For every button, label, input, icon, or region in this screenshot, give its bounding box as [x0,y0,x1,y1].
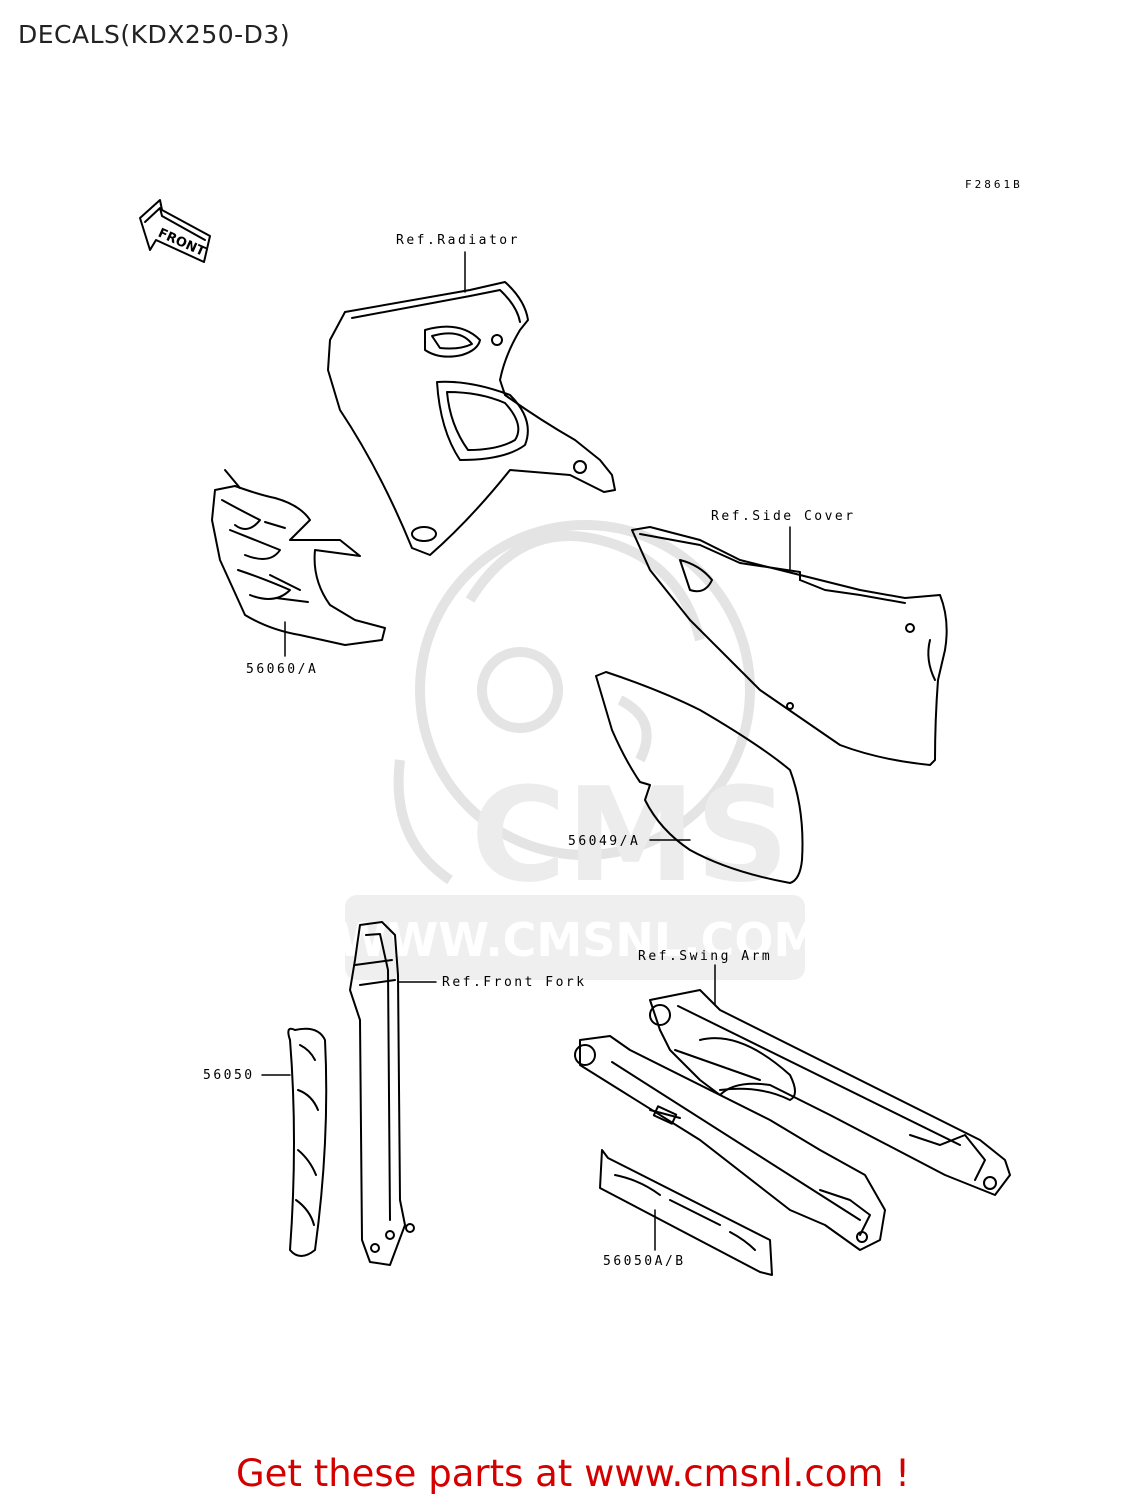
label-ref-side-cover: Ref.Side Cover [711,509,856,524]
label-ref-front-fork: Ref.Front Fork [442,975,587,990]
side-cover-decal-drawing [595,671,804,884]
watermark-brand: CMS [471,759,789,911]
footer-link[interactable]: Get these parts at www.cmsnl.com ! [235,1452,910,1495]
label-56050ab: 56050A/B [603,1254,686,1269]
swing-arm-decal-drawing [599,1149,773,1276]
page-title: DECALS(KDX250-D3) [18,20,291,49]
radiator-shroud-drawing [327,281,616,556]
figure-code: F2861B [965,178,1023,191]
fork-decal-drawing [261,1027,328,1257]
leader-lines [284,251,791,841]
watermark-url: WWW.CMSNL.COM [337,913,820,967]
swing-arm-drawing [574,964,1011,1251]
label-ref-radiator: Ref.Radiator [396,233,520,248]
label-56050: 56050 [203,1068,255,1083]
front-fork-drawing [349,921,437,1266]
front-arrow-icon: FRONT [139,199,211,263]
label-ref-swing-arm: Ref.Swing Arm [638,949,773,964]
shroud-decal-drawing [211,469,386,646]
label-56049: 56049/A [568,834,641,849]
label-56060: 56060/A [246,662,319,677]
side-cover-drawing [631,526,948,766]
